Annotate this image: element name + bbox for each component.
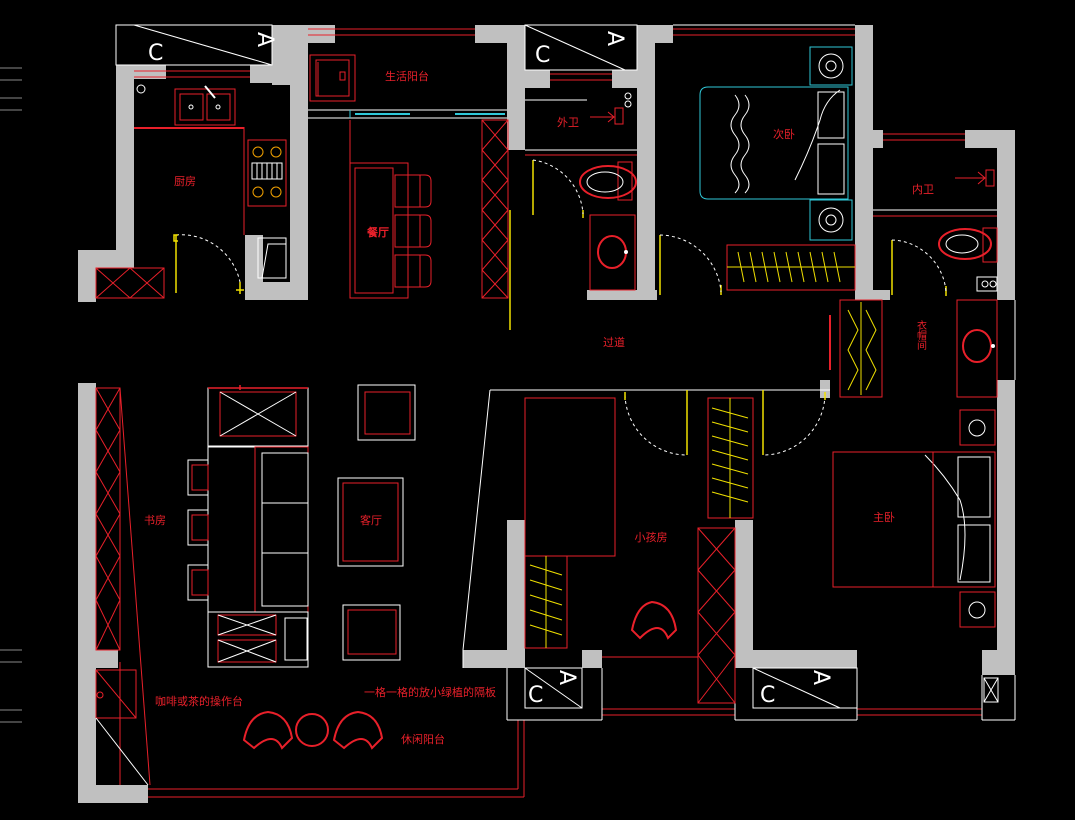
dining-table (349, 120, 432, 299)
corner-box (983, 677, 999, 703)
label-closet: 衣帽间 (915, 319, 927, 351)
label-coffee-counter: 咖啡或茶的操作台 (155, 694, 243, 708)
label-kids-room: 小孩房 (635, 531, 668, 544)
label-ensuite-bath: 内卫 (912, 182, 934, 196)
section-mark-guest-bath: C A (524, 24, 638, 71)
ensuite-bath-fixtures (873, 169, 998, 292)
kids-desk-chair (630, 600, 678, 640)
nightstand-icon-bottom (809, 199, 853, 241)
kitchen-fixtures (95, 84, 287, 299)
label-living-room: 客厅 (360, 513, 382, 527)
label-master-bedroom: 主卧 (873, 511, 895, 524)
section-mark-kitchen: C A (115, 24, 277, 66)
label-dining: 餐厅 (366, 225, 389, 239)
balcony-chair-right (332, 710, 384, 750)
coffee-table-icon (337, 477, 404, 567)
sofa-icon (207, 446, 309, 613)
dining-cabinet (481, 119, 509, 299)
toilet-icon (938, 227, 998, 263)
walls (78, 25, 1015, 803)
closet-fixtures (829, 299, 998, 398)
wardrobe-master (707, 397, 754, 519)
toilet-icon (579, 161, 637, 201)
gas-stove-icon (247, 139, 287, 207)
bed-icon (832, 451, 996, 588)
room-labels: 厨房 生活阳台 餐厅 外卫 次卧 内卫 过道 衣帽间 书房 客厅 小孩房 主卧 … (144, 69, 934, 746)
svg-text:A: A (554, 670, 579, 685)
shower-icon (955, 169, 995, 187)
armchair-top (207, 387, 309, 447)
label-corridor: 过道 (603, 335, 625, 349)
label-guest-bath: 外卫 (557, 116, 579, 129)
label-kitchen: 厨房 (174, 175, 196, 188)
svg-text:C: C (528, 683, 543, 708)
bed-icon (699, 86, 849, 200)
kids-room-furniture (524, 397, 736, 704)
svg-text:C: C (760, 683, 775, 708)
section-marks: C A C A C A C A (115, 24, 858, 709)
armchair-bottom (207, 611, 309, 668)
wardrobe-second-bedroom (726, 244, 856, 291)
svg-text:C: C (148, 41, 163, 66)
living-room-furniture (187, 384, 416, 668)
washbasin-icon (589, 214, 636, 291)
margin-ticks (0, 67, 22, 723)
nightstand-icon-top (809, 46, 853, 86)
kitchen-sink-icon (174, 85, 236, 126)
svg-text:C: C (535, 43, 550, 68)
study-bookshelf (95, 387, 151, 786)
kids-cabinet (697, 527, 736, 704)
washbasin-icon (956, 299, 998, 398)
label-utility-balcony: 生活阳台 (385, 69, 429, 83)
study-chairs (187, 459, 209, 601)
label-shelf-note: 一格一格的放小绿植的隔板 (364, 685, 496, 699)
lounge-chair-bottom (342, 604, 401, 661)
label-leisure-balcony: 休闲阳台 (401, 732, 445, 746)
nightstand-icon-bottom (959, 591, 996, 628)
balcony-furniture (95, 669, 384, 786)
svg-text:A: A (252, 32, 277, 47)
nightstand-icon-top (959, 409, 996, 446)
guest-bath-fixtures (525, 92, 637, 291)
svg-text:A: A (808, 670, 833, 685)
shower-icon (590, 92, 632, 125)
outline-lines (115, 24, 1016, 721)
second-bedroom-furniture (699, 46, 856, 291)
doors (173, 159, 947, 456)
master-bedroom-furniture (707, 397, 996, 628)
cabinet-kitchen-corner (95, 267, 165, 299)
window-lines (119, 28, 982, 798)
dining-chairs (394, 174, 432, 288)
lounge-chair-top (357, 384, 416, 441)
section-mark-kids-room: C A (524, 667, 583, 709)
utility-balcony-fixtures (309, 54, 505, 118)
label-second-bedroom: 次卧 (773, 127, 795, 141)
wardrobe-kids (524, 555, 568, 649)
balcony-chair-left (242, 710, 294, 750)
label-study: 书房 (144, 514, 166, 527)
section-mark-master: C A (752, 667, 858, 709)
svg-text:A: A (602, 31, 627, 46)
